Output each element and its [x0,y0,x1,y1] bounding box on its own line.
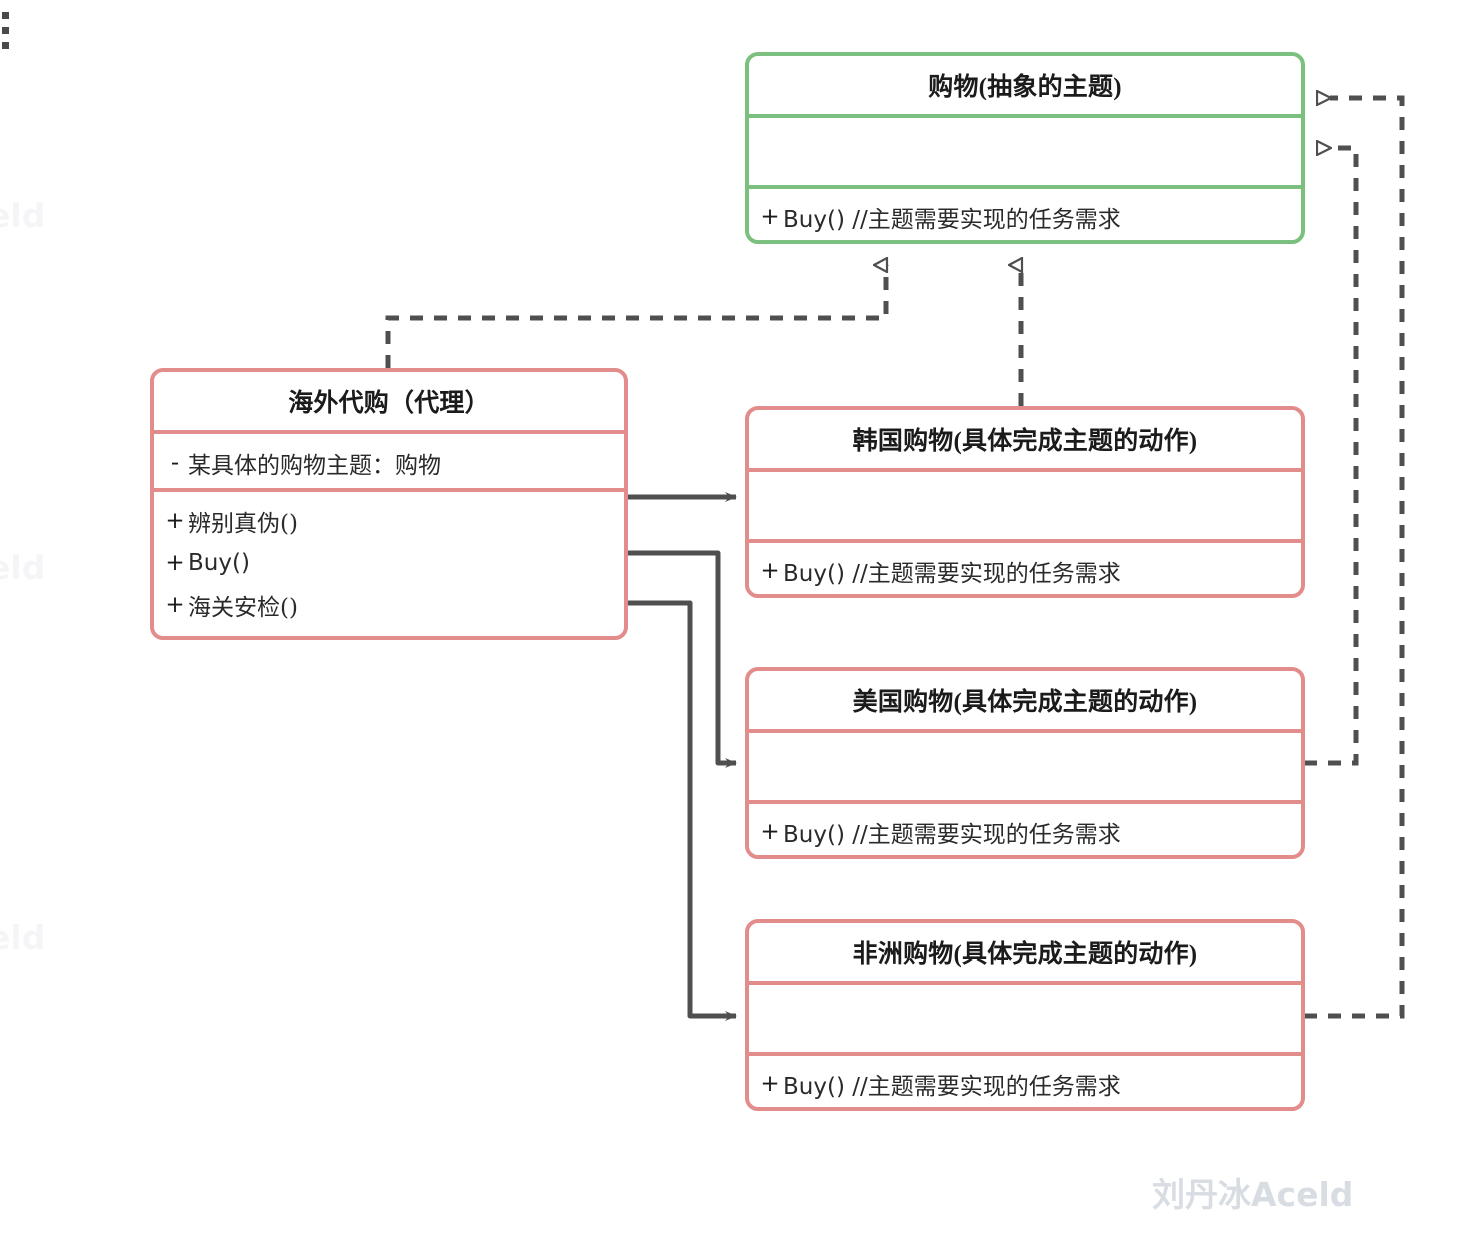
method-row: + Buy() //主题需要实现的任务需求 [760,1070,1121,1100]
watermark-faint-left-3: eld [0,918,46,957]
class-attributes-subject [749,114,1301,185]
class-title-subject: 购物(抽象的主题) [928,74,1122,101]
class-box-africa[interactable]: 非洲购物(具体完成主题的动作) + Buy() //主题需要实现的任务需求 [745,919,1305,1111]
class-attributes-proxy: - 某具体的购物主题：购物 [154,430,624,488]
method-row: + Buy() [165,550,250,576]
corner-dot-marker [2,12,9,57]
method-row: + Buy() //主题需要实现的任务需求 [760,818,1121,848]
class-attributes-africa [749,981,1301,1052]
realization-usa-to-subject [1304,148,1359,766]
class-box-subject[interactable]: 购物(抽象的主题) + Buy() //主题需要实现的任务需求 [745,52,1305,244]
class-title-africa: 非洲购物(具体完成主题的动作) [852,941,1198,968]
method-row: + Buy() //主题需要实现的任务需求 [760,203,1121,233]
class-title-korea: 韩国购物(具体完成主题的动作) [852,428,1198,455]
class-attributes-korea [749,468,1301,539]
method-row: + 辨别真伪() [165,508,298,537]
class-methods-korea: + Buy() //主题需要实现的任务需求 [749,539,1301,594]
class-title-proxy: 海外代购（代理） [288,390,490,417]
class-methods-usa: + Buy() //主题需要实现的任务需求 [749,800,1301,855]
method-row: + 海关安检() [165,592,298,621]
realization-proxy-to-subject [385,265,889,368]
class-box-usa[interactable]: 美国购物(具体完成主题的动作) + Buy() //主题需要实现的任务需求 [745,667,1305,859]
attribute-row: - 某具体的购物主题：购物 [170,450,441,479]
realization-africa-to-subject [1304,98,1405,1019]
class-box-korea[interactable]: 韩国购物(具体完成主题的动作) + Buy() //主题需要实现的任务需求 [745,406,1305,598]
class-attributes-usa [749,729,1301,800]
class-methods-africa: + Buy() //主题需要实现的任务需求 [749,1052,1301,1107]
association-proxy-to-usa [628,550,737,768]
association-proxy-to-africa [628,600,737,1021]
class-box-proxy[interactable]: 海外代购（代理） - 某具体的购物主题：购物 + 辨别真伪() + Buy() … [150,368,628,640]
class-methods-subject: + Buy() //主题需要实现的任务需求 [749,185,1301,240]
watermark-faint-left-1: eld [0,196,46,235]
watermark-faint-left-2: eld [0,548,46,587]
class-methods-proxy: + 辨别真伪() + Buy() + 海关安检() [154,488,624,636]
method-row: + Buy() //主题需要实现的任务需求 [760,557,1121,587]
class-title-usa: 美国购物(具体完成主题的动作) [852,689,1198,716]
watermark-author: 刘丹冰Aceld [1152,1175,1354,1214]
